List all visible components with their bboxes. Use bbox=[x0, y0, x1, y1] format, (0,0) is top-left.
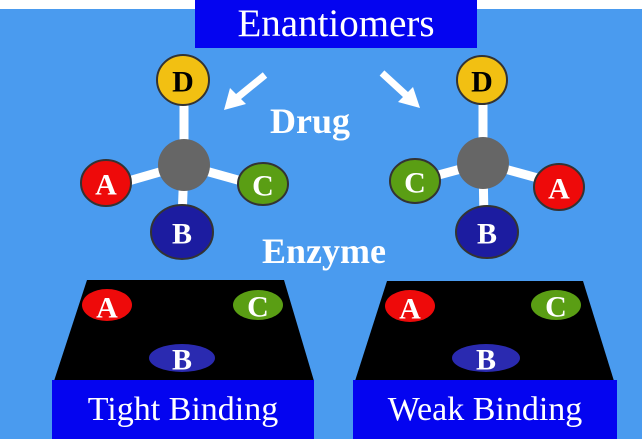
weak-binding-box: Weak Binding bbox=[353, 380, 617, 439]
arrow-left-icon bbox=[224, 72, 268, 110]
atom-D bbox=[456, 55, 508, 105]
enzyme-site-right: A C B bbox=[355, 281, 614, 381]
drug-label: Drug bbox=[270, 101, 350, 141]
arrow-right-icon bbox=[379, 70, 420, 108]
enzyme-label: Enzyme bbox=[262, 231, 386, 271]
right-molecule: D C A B bbox=[389, 55, 585, 259]
atom-B bbox=[455, 205, 519, 259]
carbon-atom bbox=[158, 139, 210, 191]
atom-D bbox=[156, 54, 210, 106]
atom-D-label: D bbox=[471, 66, 493, 99]
title-box: Enantiomers bbox=[195, 0, 477, 48]
atom-C bbox=[237, 162, 289, 206]
site-A-label: A bbox=[96, 292, 118, 325]
atom-A-label: A bbox=[95, 169, 117, 202]
atom-B-label: B bbox=[172, 218, 192, 251]
carbon-atom bbox=[457, 137, 509, 189]
atom-D-label: D bbox=[172, 66, 194, 99]
atom-C bbox=[389, 158, 441, 204]
site-B-label: B bbox=[172, 344, 192, 377]
title: Enantiomers bbox=[237, 2, 435, 45]
atom-C-label: C bbox=[404, 167, 426, 200]
atom-A-label: A bbox=[548, 173, 570, 206]
atom-B bbox=[150, 204, 214, 260]
site-A-label: A bbox=[399, 293, 421, 326]
site-C-label: C bbox=[247, 291, 269, 324]
atom-A bbox=[80, 159, 132, 207]
site-B-label: B bbox=[476, 344, 496, 377]
tight-binding-box: Tight Binding bbox=[52, 380, 314, 439]
atom-A bbox=[533, 163, 585, 211]
atom-B-label: B bbox=[477, 218, 497, 251]
weak-binding-label: Weak Binding bbox=[387, 391, 583, 428]
site-B bbox=[452, 344, 520, 372]
tight-binding-label: Tight Binding bbox=[87, 391, 279, 428]
site-A bbox=[82, 289, 132, 321]
site-C bbox=[233, 290, 283, 320]
site-B bbox=[149, 344, 215, 372]
atom-C-label: C bbox=[252, 170, 274, 203]
site-A bbox=[385, 290, 435, 322]
enzyme-site-left: A C B bbox=[54, 280, 314, 381]
site-C-label: C bbox=[545, 291, 567, 324]
site-C bbox=[531, 290, 581, 320]
left-molecule: D A C B bbox=[80, 54, 289, 260]
